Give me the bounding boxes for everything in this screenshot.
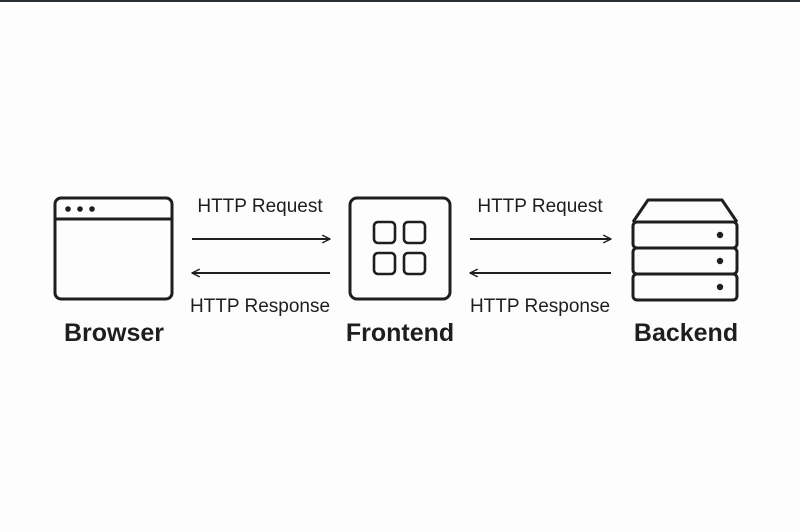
frontend-node: Frontend bbox=[346, 196, 454, 347]
frontend-label: Frontend bbox=[346, 319, 454, 347]
browser-node: Browser bbox=[53, 196, 174, 347]
request-label-frontend-backend: HTTP Request bbox=[477, 196, 603, 217]
browser-label: Browser bbox=[64, 319, 164, 347]
app-grid-icon bbox=[348, 196, 452, 301]
backend-node: Backend bbox=[631, 198, 739, 347]
edge-browser-frontend: HTTP Request HTTP Response bbox=[190, 196, 331, 317]
backend-label: Backend bbox=[634, 319, 738, 347]
request-label-browser-frontend: HTTP Request bbox=[197, 196, 323, 217]
response-label-frontend-backend: HTTP Response bbox=[470, 296, 610, 317]
server-stack-icon bbox=[631, 198, 739, 302]
edge-frontend-backend: HTTP Request HTTP Response bbox=[469, 196, 612, 317]
browser-window-icon bbox=[53, 196, 174, 301]
response-label-browser-frontend: HTTP Response bbox=[190, 296, 330, 317]
